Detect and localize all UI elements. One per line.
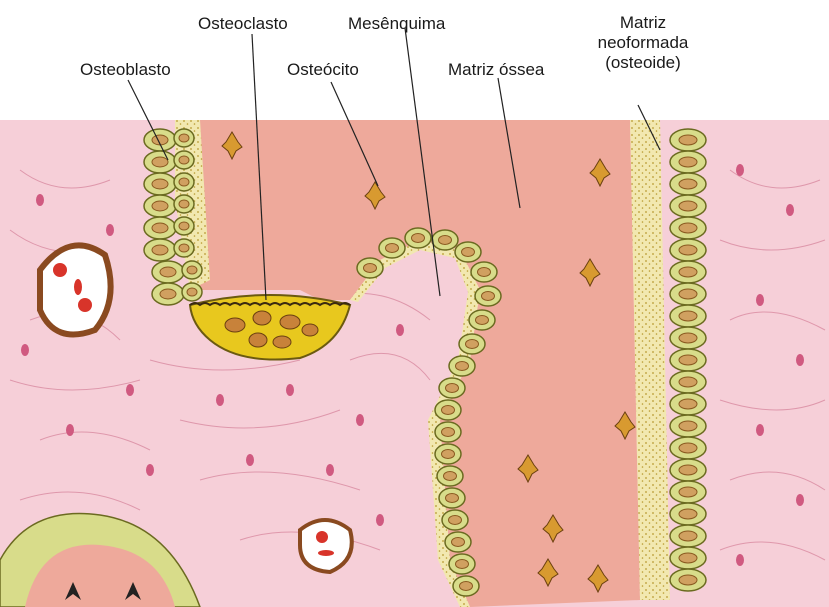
osteoblast-nucleus	[482, 292, 495, 301]
mesenchyme-nucleus	[216, 394, 224, 406]
osteoblast-nucleus	[187, 266, 197, 274]
mesenchyme-nucleus	[756, 424, 764, 436]
label-matriz-line2: neoformada	[578, 33, 708, 53]
blood-vessel-2	[300, 520, 352, 572]
osteoblast-nucleus	[442, 428, 455, 437]
osteoblast-nucleus	[679, 531, 697, 541]
osteoblast-nucleus	[679, 377, 697, 387]
osteoblast-nucleus	[160, 267, 176, 277]
mesenchyme-nucleus	[736, 164, 744, 176]
mesenchyme-nucleus	[146, 464, 154, 476]
osteoblast-nucleus	[679, 179, 697, 189]
osteoblast-nucleus	[679, 289, 697, 299]
osteoblast-nucleus	[452, 538, 465, 547]
osteoblast-nucleus	[179, 134, 189, 142]
osteoblast-nucleus	[442, 450, 455, 459]
osteoblast-nucleus	[444, 472, 457, 481]
osteoblast-nucleus	[679, 421, 697, 431]
osteoblast-nucleus	[449, 516, 462, 525]
mesenchyme-nucleus	[736, 554, 744, 566]
osteoblast-nucleus	[679, 575, 697, 585]
osteoblast-nucleus	[679, 135, 697, 145]
osteoblast-nucleus	[456, 362, 469, 371]
mesenchyme-nucleus	[326, 464, 334, 476]
osteoblast-nucleus	[386, 244, 399, 253]
osteoblast-nucleus	[679, 465, 697, 475]
osteoblast-column-right	[670, 129, 706, 591]
mesenchyme-nucleus	[286, 384, 294, 396]
label-matriz-line1: Matriz	[578, 13, 708, 33]
osteoblast-nucleus	[152, 179, 168, 189]
osteoblast-nucleus	[152, 157, 168, 167]
mesenchyme-nucleus	[396, 324, 404, 336]
osteoblast-nucleus	[456, 560, 469, 569]
osteoblast-nucleus	[462, 248, 475, 257]
osteoblast-nucleus	[152, 223, 168, 233]
osteoblast-nucleus	[179, 178, 189, 186]
osteoblast-nucleus	[460, 582, 473, 591]
mesenchyme-nucleus	[376, 514, 384, 526]
osteoblast-nucleus	[679, 223, 697, 233]
mesenchyme-nucleus	[786, 204, 794, 216]
mesenchyme-nucleus	[126, 384, 134, 396]
mesenchyme-nucleus	[66, 424, 74, 436]
osteoblast-nucleus	[679, 509, 697, 519]
blood-vessel-1	[40, 245, 111, 334]
osteoblast-nucleus	[442, 406, 455, 415]
osteoblast-nucleus	[364, 264, 377, 273]
osteoblast-nucleus	[152, 245, 168, 255]
mesenchyme-nucleus	[796, 354, 804, 366]
osteoblast-nucleus	[679, 201, 697, 211]
label-matriz-neoformada: Matriz neoformada (osteoide)	[578, 13, 708, 73]
osteoblast-nucleus	[679, 311, 697, 321]
label-osteocito: Osteócito	[287, 60, 359, 80]
osteoblast-nucleus	[679, 399, 697, 409]
osteoblast-nucleus	[179, 200, 189, 208]
mesenchyme-nucleus	[756, 294, 764, 306]
label-osteoclasto: Osteoclasto	[198, 14, 288, 34]
osteoblast-nucleus	[439, 236, 452, 245]
label-mesenquima: Mesênquima	[348, 14, 445, 34]
mesenchyme-nucleus	[36, 194, 44, 206]
mesenchyme-nucleus	[356, 414, 364, 426]
osteoblast-nucleus	[466, 340, 479, 349]
mesenchyme-nucleus	[21, 344, 29, 356]
label-osteoblasto: Osteoblasto	[80, 60, 171, 80]
osteoblast-nucleus	[179, 244, 189, 252]
osteoblast-nucleus	[679, 355, 697, 365]
osteoblast-nucleus	[679, 333, 697, 343]
osteoblast-nucleus	[152, 201, 168, 211]
osteoblast-nucleus	[179, 156, 189, 164]
osteoblast-nucleus	[679, 487, 697, 497]
osteoblast-nucleus	[679, 157, 697, 167]
osteoblast-nucleus	[160, 289, 176, 299]
osteoblast-nucleus	[679, 267, 697, 277]
osteoblast-nucleus	[476, 316, 489, 325]
label-matriz-ossea: Matriz óssea	[448, 60, 544, 80]
label-matriz-line3: (osteoide)	[578, 53, 708, 73]
osteoblast-nucleus	[412, 234, 425, 243]
osteoblast-nucleus	[478, 268, 491, 277]
osteoblast-nucleus	[679, 553, 697, 563]
osteoblast-nucleus	[446, 384, 459, 393]
mesenchyme-nucleus	[246, 454, 254, 466]
osteoblast-nucleus	[679, 245, 697, 255]
osteoblast-nucleus	[179, 222, 189, 230]
osteoblast-nucleus	[187, 288, 197, 296]
osteoblast-nucleus	[446, 494, 459, 503]
osteoblast-nucleus	[679, 443, 697, 453]
mesenchyme-nucleus	[106, 224, 114, 236]
mesenchyme-nucleus	[796, 494, 804, 506]
